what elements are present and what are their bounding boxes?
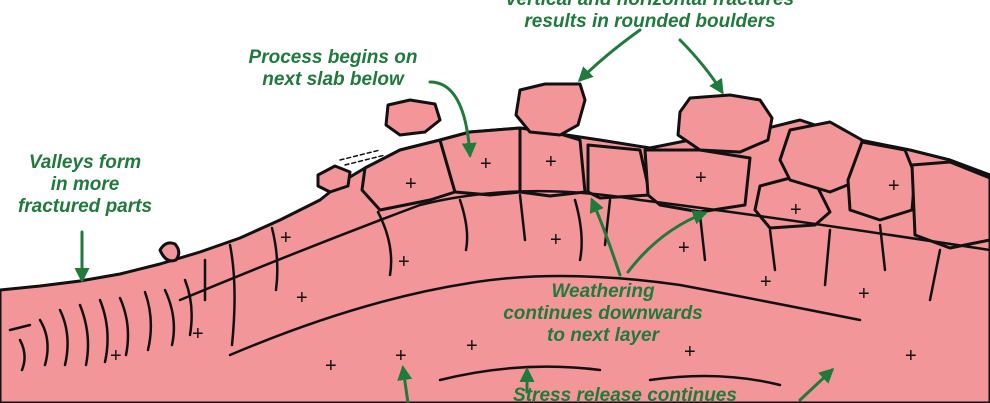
plus-symbol: + — [760, 271, 772, 293]
plus-symbol: + — [398, 251, 410, 273]
pebble — [160, 243, 179, 261]
label-stress-release: Stress release continues — [480, 385, 770, 403]
plus-symbol: + — [296, 287, 308, 309]
plus-symbol: + — [480, 153, 492, 175]
fragment — [318, 166, 350, 192]
label-fractures-boulders: vertical and horizontal fractures result… — [470, 0, 830, 33]
boulder-middle — [516, 84, 585, 135]
plus-symbol: + — [192, 323, 204, 345]
plus-symbol: + — [280, 227, 292, 249]
plus-symbol: + — [905, 345, 917, 367]
plus-symbol: + — [545, 151, 557, 173]
plus-symbol: + — [550, 229, 562, 251]
plus-symbol: + — [466, 335, 478, 357]
plus-symbol: + — [325, 355, 337, 377]
plus-symbol: + — [110, 345, 122, 367]
boulder-left — [386, 100, 440, 135]
plus-symbol: + — [395, 345, 407, 367]
label-valleys-form: Valleys form in more fractured parts — [0, 152, 170, 218]
plus-symbol: + — [790, 199, 802, 221]
plus-symbol: + — [858, 283, 870, 305]
label-weathering: Weathering continues downwards to next l… — [478, 281, 728, 347]
plus-symbol: + — [678, 237, 690, 259]
label-process-begins: Process begins on next slab below — [228, 47, 438, 91]
boulder-right — [678, 95, 772, 152]
arrow-to-right-boulder — [680, 40, 722, 92]
plus-symbol: + — [405, 173, 417, 195]
plus-symbol: + — [695, 167, 707, 189]
plus-symbol: + — [888, 175, 900, 197]
arrow-to-middle-boulder — [580, 30, 640, 80]
